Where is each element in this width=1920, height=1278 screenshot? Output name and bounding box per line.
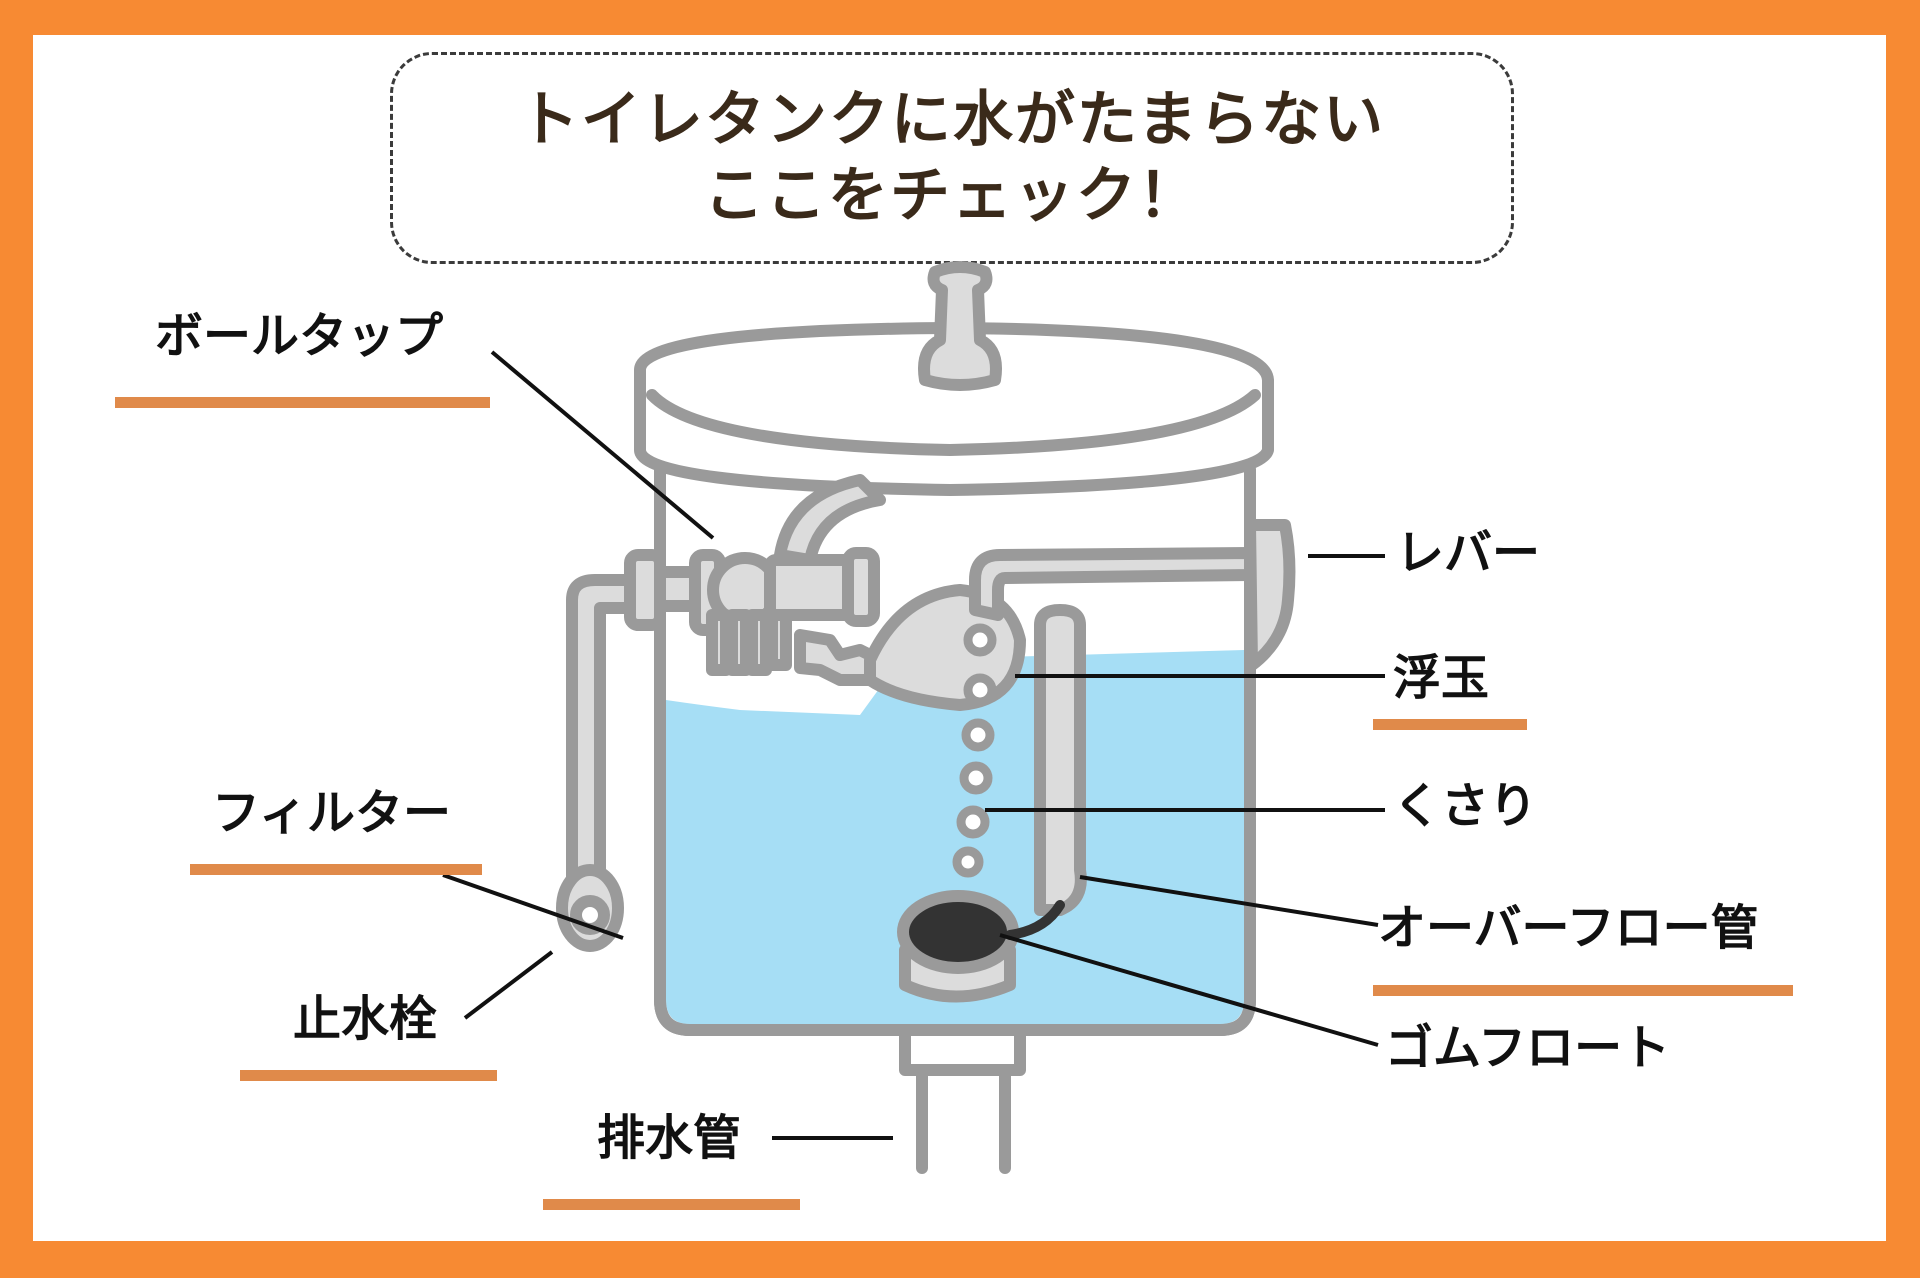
filter-leader (442, 873, 624, 940)
title-line-2: ここをチェック！ (704, 161, 1200, 231)
tank-lid-icon (634, 261, 1274, 496)
label-filter: フィルター (212, 785, 452, 841)
label-overflow-pipe: オーバーフロー管 (1378, 900, 1759, 956)
ball-tap-leader (490, 350, 715, 540)
drain-pipe-icon (899, 1029, 1026, 1174)
underline-float-ball (1373, 719, 1527, 730)
title-line-1: トイレタンクに水がたまらない (518, 85, 1386, 155)
title-callout: トイレタンクに水がたまらない ここをチェック！ (390, 52, 1514, 264)
underline-drain-pipe (543, 1199, 800, 1210)
underline-ball-tap (115, 397, 490, 408)
label-chain: くさり (1393, 778, 1538, 834)
label-float-ball: 浮玉 (1393, 650, 1490, 706)
rubber-float-leader (999, 933, 1379, 1047)
overflow-pipe-icon (1034, 604, 1087, 916)
supply-pipe-icon (556, 574, 646, 952)
rubber-float-icon (897, 890, 1065, 1003)
label-rubber-float: ゴムフロート (1385, 1020, 1671, 1076)
ball-tap-icon (624, 474, 886, 686)
underline-stop-valve (240, 1070, 497, 1081)
label-stop-valve: 止水栓 (293, 991, 438, 1047)
label-drain-pipe: 排水管 (597, 1110, 742, 1166)
stop-valve-leader (463, 950, 554, 1020)
underline-overflow-pipe (1373, 985, 1793, 996)
lever-arm-icon (969, 519, 1296, 671)
label-lever: レバー (1396, 525, 1541, 581)
underline-filter (190, 864, 482, 875)
leader-lines (442, 350, 1385, 1140)
chain-icon (952, 623, 997, 878)
overflow-pipe-leader (1079, 875, 1379, 927)
label-ball-tap: ボールタップ (155, 308, 444, 364)
